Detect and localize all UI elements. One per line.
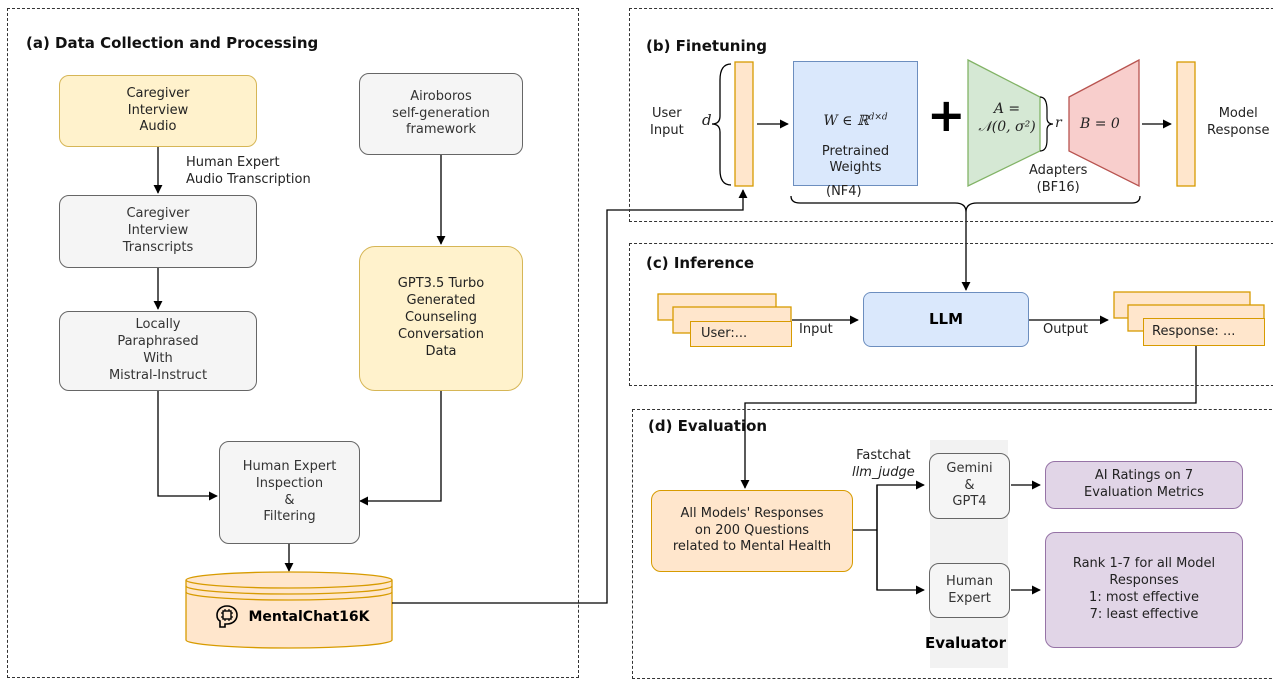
audio-transcription-label: Human Expert Audio Transcription [186, 155, 311, 187]
model-response-vector [1176, 61, 1196, 187]
adapter-b-formula: B = 0 [1080, 116, 1120, 132]
pretrained-weights-box: W ∈ ℝd×d Pretrained Weights [793, 61, 918, 186]
panel-b-title: (b) Finetuning [646, 37, 767, 55]
llm-box: LLM [863, 292, 1029, 347]
ai-ratings-box: AI Ratings on 7 Evaluation Metrics [1045, 461, 1243, 509]
dim-d-label: d [702, 111, 712, 129]
panel-finetuning [629, 8, 1273, 222]
arrow-paraphrased-to-inspection [157, 390, 218, 501]
adapter-a-formula: A =𝒩(0, σ²) [978, 101, 1036, 136]
adapters-label: Adapters(BF16) [1029, 163, 1088, 195]
arrow-gpt-to-inspection [359, 391, 442, 506]
dataset-label-group: MentalChat16K [198, 598, 384, 636]
rank-r-brace [1039, 96, 1054, 152]
user-card: User:... [690, 321, 792, 347]
panel-d-title: (d) Evaluation [648, 417, 768, 435]
output-label: Output [1043, 322, 1089, 337]
arrow-dataset-to-user-input [392, 189, 748, 604]
adapter-b-trapezoid [1068, 58, 1140, 188]
human-expert-box: Human Expert [929, 563, 1010, 618]
all-models-box: All Models' Responses on 200 Questions r… [651, 490, 853, 572]
arrow-response-to-evaluation [740, 346, 1197, 489]
transcripts-box: Caregiver Interview Transcripts [59, 195, 257, 268]
panel-a-title: (a) Data Collection and Processing [26, 34, 319, 52]
rank-box: Rank 1-7 for all Model Responses 1: most… [1045, 532, 1243, 648]
input-label: Input [799, 322, 833, 337]
nf4-label: (NF4) [826, 184, 862, 199]
paraphrased-box: Locally Paraphrased With Mistral-Instruc… [59, 311, 257, 391]
rank-r-label: r [1055, 115, 1062, 131]
dim-d-brace [711, 63, 732, 186]
evaluator-label: Evaluator [925, 634, 1006, 652]
caregiver-audio-box: Caregiver Interview Audio [59, 75, 257, 147]
gpt-data-box: GPT3.5 Turbo Generated Counseling Conver… [359, 246, 523, 391]
weight-formula: W ∈ ℝd×d [823, 112, 888, 129]
pretrained-weights-label: Pretrained Weights [821, 144, 890, 176]
arrow-to-human-expert [876, 485, 925, 595]
gemini-gpt4-box: Gemini & GPT4 [929, 453, 1010, 519]
model-response-label: Model Response [1207, 106, 1270, 138]
user-input-vector [734, 61, 754, 187]
brain-chip-icon [216, 605, 239, 628]
user-input-label: User Input [650, 106, 684, 138]
panel-c-title: (c) Inference [646, 254, 755, 272]
plus-sign: + [927, 88, 966, 142]
inspection-box: Human Expert Inspection & Filtering [219, 441, 360, 544]
panel-inference [629, 243, 1273, 386]
dataset-cylinder [185, 571, 393, 649]
response-card: Response: ... [1143, 318, 1265, 346]
dataset-name: MentalChat16K [248, 609, 370, 625]
airoboros-box: Airoboros self-generation framework [359, 73, 523, 155]
